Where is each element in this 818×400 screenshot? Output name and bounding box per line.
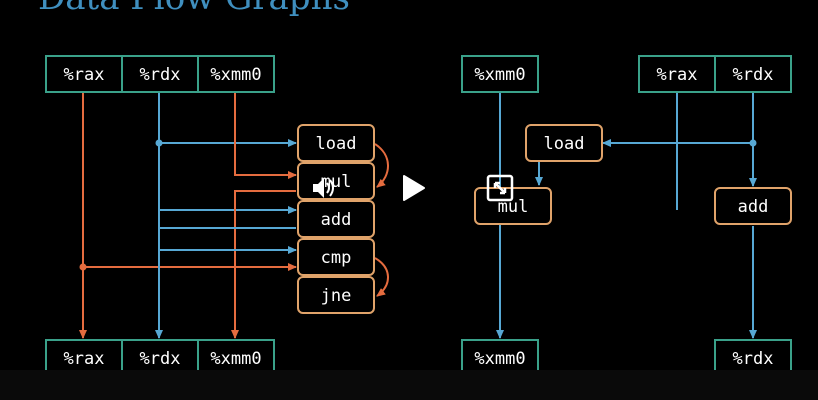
- right-instr-load-label: load: [544, 134, 585, 154]
- left-instr-jne: [297, 276, 375, 314]
- left-load-to-mul-dep: [374, 143, 389, 188]
- expand-icon[interactable]: [486, 174, 514, 202]
- right-top-reg-rdx-label: %rdx: [733, 65, 774, 85]
- right-top-registers: %xmm0 %rax %rdx: [461, 55, 792, 93]
- play-icon[interactable]: [403, 175, 425, 201]
- right-bottom-reg-xmm0-label: %xmm0: [474, 349, 525, 369]
- right-instr-add: [714, 187, 792, 225]
- left-instr-cmp: [297, 238, 375, 276]
- left-instr-load: [297, 124, 375, 162]
- speaker-icon[interactable]: [313, 178, 334, 198]
- left-instr-add: [297, 200, 375, 238]
- left-bottom-reg-rdx-label: %rdx: [140, 349, 181, 369]
- right-top-reg-rdx: [714, 55, 792, 93]
- left-top-reg-xmm0: [197, 55, 275, 93]
- right-instr-add-label: add: [738, 197, 769, 217]
- left-instructions: load mul add cmp jne: [297, 124, 375, 314]
- left-top-reg-rax-label: %rax: [64, 65, 105, 85]
- slide-title: Data Flow Graphs: [38, 0, 350, 18]
- video-control-bar: [0, 370, 818, 400]
- right-top-reg-rax-label: %rax: [657, 65, 698, 85]
- right-bottom-reg-rdx-label: %rdx: [733, 349, 774, 369]
- right-top-reg-xmm0-label: %xmm0: [474, 65, 525, 85]
- left-mul-to-xmm0: [231, 190, 296, 339]
- left-instr-jne-label: jne: [321, 286, 352, 306]
- left-top-reg-rdx-label: %rdx: [140, 65, 181, 85]
- left-cmp-to-jne-dep: [374, 257, 389, 297]
- left-instr-load-label: load: [316, 134, 357, 154]
- left-top-registers: %rax %rdx %xmm0: [45, 55, 275, 93]
- left-xmm0-to-mul: [234, 93, 297, 179]
- left-top-reg-rax: [45, 55, 123, 93]
- right-top-reg-rax: [638, 55, 716, 93]
- left-top-reg-xmm0-label: %xmm0: [210, 65, 261, 85]
- right-instr-load: [525, 124, 603, 162]
- left-instr-mul-label: mul: [321, 172, 352, 192]
- left-edges: [79, 93, 389, 339]
- left-instr-cmp-label: cmp: [321, 248, 352, 268]
- left-bottom-reg-xmm0-label: %xmm0: [210, 349, 261, 369]
- left-bottom-reg-rax-label: %rax: [64, 349, 105, 369]
- right-top-reg-xmm0: [461, 55, 539, 93]
- right-instr-mul-label: mul: [498, 197, 529, 217]
- right-instructions: load mul add: [474, 124, 792, 225]
- left-instr-add-label: add: [321, 210, 352, 230]
